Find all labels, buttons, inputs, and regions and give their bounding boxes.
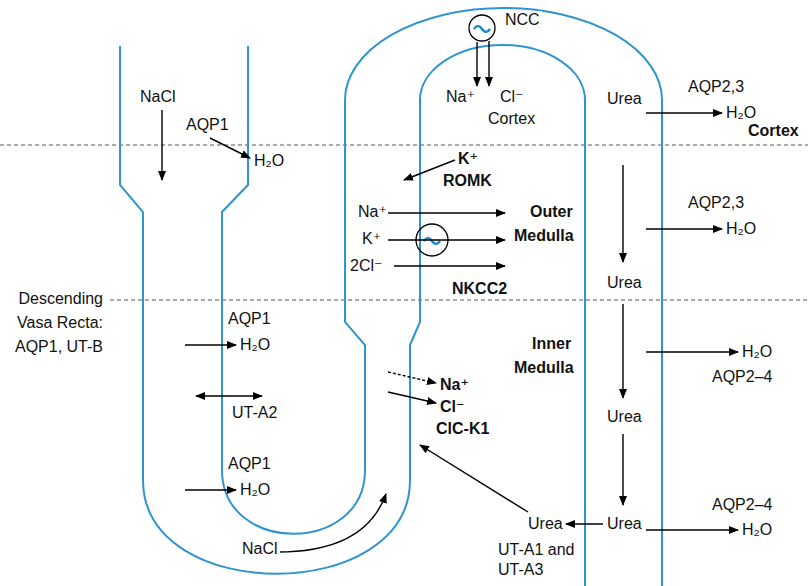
label-text: Urea (607, 90, 642, 108)
label-text: Na⁺ (440, 376, 469, 394)
label-text: UT-A1 and UT-A3 (498, 540, 582, 580)
label-text: ROMK (443, 172, 492, 190)
label-text: AQP2–4 (712, 496, 772, 514)
transporter-tilde (424, 238, 440, 244)
flux-arrow (420, 445, 528, 512)
label-text: AQP1 (186, 116, 229, 134)
flux-arrow (622, 434, 623, 505)
label-text: AQP1 (228, 310, 271, 328)
label-text: AQP2–4 (712, 368, 772, 386)
flux-arrow (566, 523, 603, 524)
label-text: Cortex (488, 110, 535, 128)
label-text: ClC-K1 (436, 420, 489, 438)
label-text: AQP1 (228, 455, 271, 473)
label-text: K⁺ (458, 150, 478, 168)
flux-arrow (185, 489, 236, 490)
flux-arrow (488, 41, 489, 86)
label-text: Urea (607, 274, 642, 292)
transporters (416, 15, 495, 256)
zone-boundary (0, 145, 808, 146)
tubule-wall (222, 8, 662, 586)
label-text: Inner (532, 335, 571, 353)
label-text: Medulla (514, 359, 574, 377)
label-text: H₂O (742, 521, 772, 539)
flux-arrow (185, 344, 236, 345)
flux-arrow (388, 372, 436, 383)
tubule-walls (120, 8, 662, 586)
flux-arrow (210, 138, 250, 158)
label-text: H₂O (254, 152, 284, 170)
label-text: Urea (607, 515, 642, 533)
flux-arrow (161, 110, 162, 180)
label-text: Outer (530, 203, 573, 221)
label-text: Na⁺ (358, 203, 387, 221)
label-text: K⁺ (362, 230, 381, 248)
label-text: NaCl (240, 540, 280, 558)
flux-arrow (646, 351, 738, 352)
label-text: 2Cl⁻ (350, 257, 382, 275)
zone-lines (0, 145, 808, 300)
label-text: Cl⁻ (500, 88, 524, 106)
transporter-symbol (469, 15, 495, 41)
flux-arrow (646, 529, 738, 530)
flux-arrow (278, 494, 386, 552)
label-text: Urea (528, 515, 563, 533)
label-text: H₂O (742, 343, 772, 361)
label-text: Medulla (514, 227, 574, 245)
flux-arrow (622, 304, 623, 398)
label-text: NCC (503, 11, 542, 29)
flux-arrow (476, 42, 477, 86)
flux-arrow (394, 265, 505, 266)
label-text: UT-A2 (230, 404, 279, 422)
zone-boundary (110, 300, 808, 301)
flux-arrow (646, 112, 722, 113)
label-text: NaCl (140, 88, 176, 106)
flux-arrow (646, 228, 722, 229)
label-text: Cortex (748, 122, 799, 140)
tubule-wall (120, 45, 585, 586)
label-text: Descending Vasa Recta: AQP1, UT-B (3, 287, 103, 359)
label-text: Cl⁻ (440, 398, 464, 416)
label-text: H₂O (726, 104, 756, 122)
label-text: NKCC2 (452, 280, 507, 298)
flux-arrow (388, 239, 505, 240)
label-text: AQP2,3 (688, 78, 744, 96)
label-text: H₂O (726, 220, 756, 238)
label-text: Na⁺ (446, 88, 475, 106)
flux-arrow (196, 395, 262, 396)
label-text: H₂O (240, 481, 270, 499)
label-text: Urea (607, 408, 642, 426)
flux-arrows (162, 41, 738, 552)
transporter-tilde (474, 26, 490, 32)
label-text: AQP2,3 (688, 194, 744, 212)
label-text: H₂O (240, 336, 270, 354)
flux-arrow (388, 392, 436, 403)
flux-arrow (622, 165, 623, 262)
flux-arrow (388, 212, 505, 213)
